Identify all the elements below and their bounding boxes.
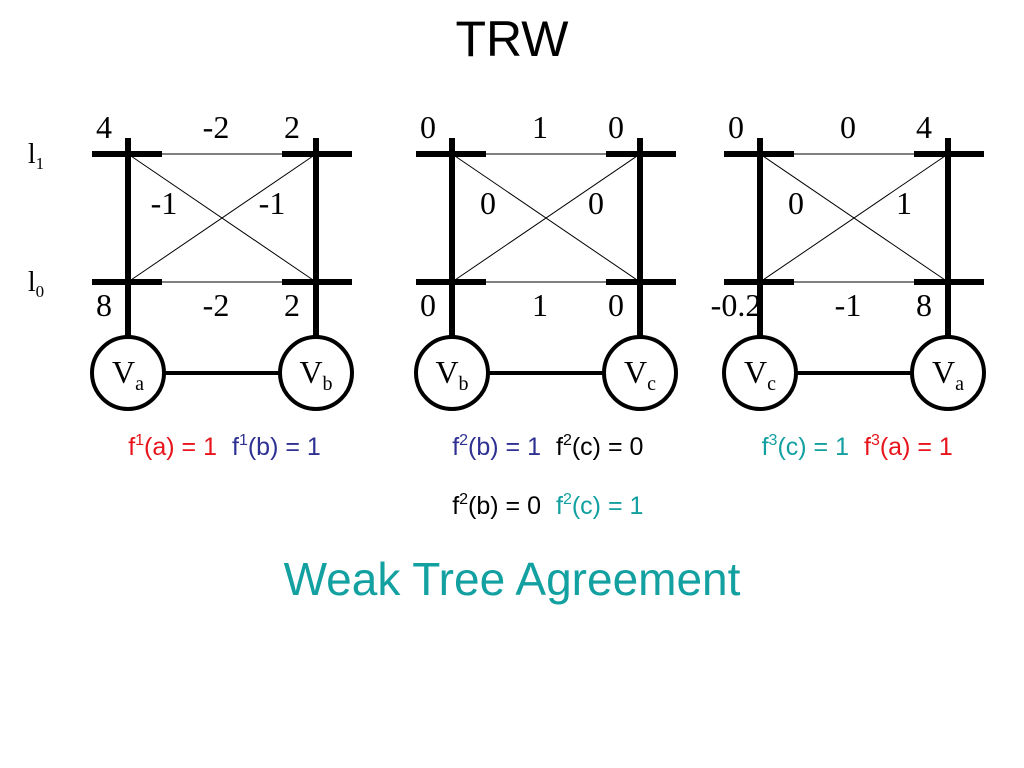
panel-bc-node-0: [414, 335, 490, 411]
panel-ca-unary-left-l0: -0.2: [711, 287, 762, 323]
panel-bc-assign-row2-1: f2(c) = 1: [556, 491, 643, 520]
panel-ca-unary-right-l0: 8: [916, 287, 932, 323]
panel-bc-assign-row2-1-fn: f: [556, 492, 563, 520]
panel-ab-assign-0-fn: f: [128, 433, 135, 461]
panel-ab-node-label-0: Va: [112, 354, 144, 395]
panel-ca-assign-0-arg: (c) = 1: [777, 433, 849, 461]
panel-ca-assign-0-fn: f: [762, 433, 769, 461]
panel-ab-unary-right-l1: 2: [284, 109, 300, 145]
row-label-l1-sub: 1: [36, 154, 45, 173]
panel-ca-node-label-1-sub: a: [955, 373, 964, 395]
panel-bc-assign-row2-0-fn: f: [452, 492, 459, 520]
panel-ca-node-0: [722, 335, 798, 411]
panel-ca-unary-right-l1: 4: [916, 109, 932, 145]
panel-bc-node-1: [602, 335, 678, 411]
slide-caption: Weak Tree Agreement: [283, 553, 741, 605]
slide-title: TRW: [455, 11, 569, 67]
panel-bc-node-label-0-sub: b: [459, 373, 469, 395]
panel-ab-node-label-1: Vb: [299, 354, 332, 395]
panel-bc-pair-top: 1: [532, 109, 548, 145]
panel-ca-node-label-0: Vc: [744, 354, 776, 395]
panel-ab-unary-left-l1: 4: [96, 109, 112, 145]
panel-bc-assign-1-arg: (c) = 0: [572, 433, 644, 461]
panel-bc-assign-0-sup: 2: [459, 432, 468, 449]
panel-bc-unary-right-l1: 0: [608, 109, 624, 145]
panel-ab-assign-1: f1(b) = 1: [232, 432, 321, 461]
panel-ab-node-label-1-sub: b: [323, 373, 333, 395]
panel-bc-assign-row2-0-arg: (b) = 0: [468, 492, 541, 520]
panel-ca-assign-1-arg: (a) = 1: [880, 433, 953, 461]
panel-ab-node-label-0-sub: a: [135, 373, 144, 395]
panel-ca-node-label-0-base: V: [744, 354, 767, 390]
panel-ca-node-1: [910, 335, 986, 411]
panel-bc-node-label-1: Vc: [624, 354, 656, 395]
panel-ab-node-label-0-base: V: [112, 354, 135, 390]
panel-ca-pair-top: 0: [840, 109, 856, 145]
panel-ca-node-label-0-sub: c: [767, 373, 776, 395]
panel-ca-assign-0-sup: 3: [769, 432, 778, 449]
panel-ab-node-0: [90, 335, 166, 411]
panel-ab-assign-0-sup: 1: [135, 432, 144, 449]
panel-ca-pair-diag-left: 0: [788, 185, 804, 221]
panel-ab-unary-right-l0: 2: [284, 287, 300, 323]
panel-bc-assign-0-arg: (b) = 1: [468, 433, 541, 461]
panel-ca-pair-bottom: -1: [835, 287, 862, 323]
panel-bc-assign-1: f2(c) = 0: [556, 432, 643, 461]
panel-bc-node-label-1-sub: c: [647, 373, 656, 395]
panel-ab-unary-left-l0: 8: [96, 287, 112, 323]
panel-bc-assign-row2-1-sup: 2: [563, 491, 572, 508]
panel-bc-edge-diag-up: [451, 153, 641, 283]
panel-bc-node-label-0: Vb: [435, 354, 468, 395]
panel-ab-edge-diag-up: [127, 153, 317, 283]
row-label-l1: l1: [28, 139, 44, 173]
panel-ca-assign-0: f3(c) = 1: [762, 432, 849, 461]
panel-bc-assign-row2-1-arg: (c) = 1: [572, 492, 644, 520]
panel-bc-pair-diag-right: 0: [588, 185, 604, 221]
panel-ab-assign-1-fn: f: [232, 433, 239, 461]
panel-ab-assign-1-arg: (b) = 1: [248, 433, 321, 461]
panel-ca-assign-1-sup: 3: [871, 432, 880, 449]
panel-ca-node-label-1: Va: [932, 354, 964, 395]
panel-bc-node-label-1-base: V: [624, 354, 647, 390]
panel-ab-node-1: [278, 335, 354, 411]
row-label-l0-base: l: [28, 267, 36, 298]
panel-bc-node-label-0-base: V: [435, 354, 458, 390]
panel-ca-node-label-1-base: V: [932, 354, 955, 390]
panel-ca-assign-1-fn: f: [864, 433, 871, 461]
panel-bc-unary-left-l1: 0: [420, 109, 436, 145]
panel-bc-unary-right-l0: 0: [608, 287, 624, 323]
panel-ca-edge-diag-up: [759, 153, 949, 283]
panel-ab-assign-0: f1(a) = 1: [128, 432, 217, 461]
row-label-l0-sub: 0: [36, 282, 45, 301]
panel-ab-pair-diag-right: -1: [259, 185, 286, 221]
panel-ca-assign-1: f3(a) = 1: [864, 432, 953, 461]
panel-ab-assign-0-arg: (a) = 1: [144, 433, 217, 461]
panel-bc-unary-left-l0: 0: [420, 287, 436, 323]
panel-ca-unary-left-l1: 0: [728, 109, 744, 145]
panel-ab-pair-top: -2: [203, 109, 230, 145]
panel-bc-pair-bottom: 1: [532, 287, 548, 323]
panel-ab-pair-diag-left: -1: [151, 185, 178, 221]
panel-bc-assign-row2-0-sup: 2: [459, 491, 468, 508]
panel-bc-assign-0-fn: f: [452, 433, 459, 461]
panel-bc-assign-row2-0: f2(b) = 0: [452, 491, 541, 520]
panel-ca-pair-diag-right: 1: [896, 185, 912, 221]
row-label-l1-base: l: [28, 139, 36, 170]
panel-ab-pair-bottom: -2: [203, 287, 230, 323]
panel-bc-assign-0: f2(b) = 1: [452, 432, 541, 461]
panel-bc-assign-1-sup: 2: [563, 432, 572, 449]
panel-ab-node-label-1-base: V: [299, 354, 322, 390]
row-label-l0: l0: [28, 267, 44, 301]
panel-bc-assign-1-fn: f: [556, 433, 563, 461]
panel-bc-pair-diag-left: 0: [480, 185, 496, 221]
panel-ab-assign-1-sup: 1: [239, 432, 248, 449]
